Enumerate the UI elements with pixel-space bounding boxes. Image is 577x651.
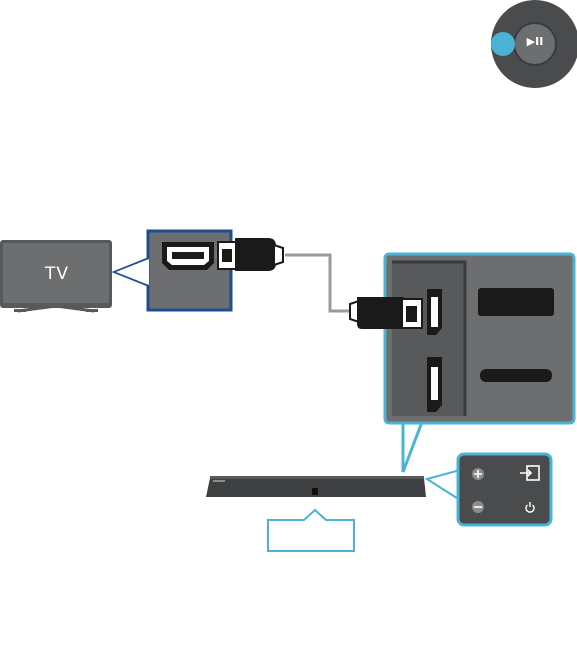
soundbar-hdmi-port-1: [427, 289, 442, 335]
button-panel-pointer: [424, 468, 461, 502]
tv-callout-pointer-cover: [116, 259, 149, 285]
tv-stand: [17, 304, 95, 313]
soundbar-top-edge: [210, 476, 424, 479]
tv-stand-base-left: [14, 309, 26, 312]
soundbar: [206, 476, 426, 497]
tv-screen: [3, 243, 109, 303]
tv: [0, 240, 112, 313]
hdmi-plug-soundbar-side: [349, 297, 423, 329]
soundbar-display: [312, 488, 318, 495]
volume-up-icon: [472, 468, 484, 480]
tv-hdmi-port: [162, 242, 214, 270]
soundbar-panel-slot-lower: [480, 369, 552, 382]
soundbar-callout-pointer: [401, 421, 424, 473]
hdmi-plug-tv-side: [217, 238, 284, 271]
hdmi-cable: [285, 253, 350, 313]
soundbar-panel-recess-edge: [392, 260, 467, 416]
power-icon: [525, 502, 535, 513]
remote-button-label: ▶II: [526, 35, 544, 48]
soundbar-logo: [213, 480, 225, 482]
source-input-icon: [520, 465, 540, 481]
soundbar-hdmi-port-2: [427, 357, 442, 412]
display-callout: [267, 508, 355, 552]
soundbar-panel-slot-upper: [478, 288, 554, 316]
volume-down-icon: [472, 501, 484, 513]
tv-stand-base-right: [86, 309, 98, 312]
press-indicator-dot: [491, 32, 515, 56]
tv-label: TV: [44, 264, 69, 284]
soundbar-body: [206, 478, 426, 497]
remote-control: [491, 0, 577, 88]
soundbar-button-panel: [456, 452, 553, 527]
